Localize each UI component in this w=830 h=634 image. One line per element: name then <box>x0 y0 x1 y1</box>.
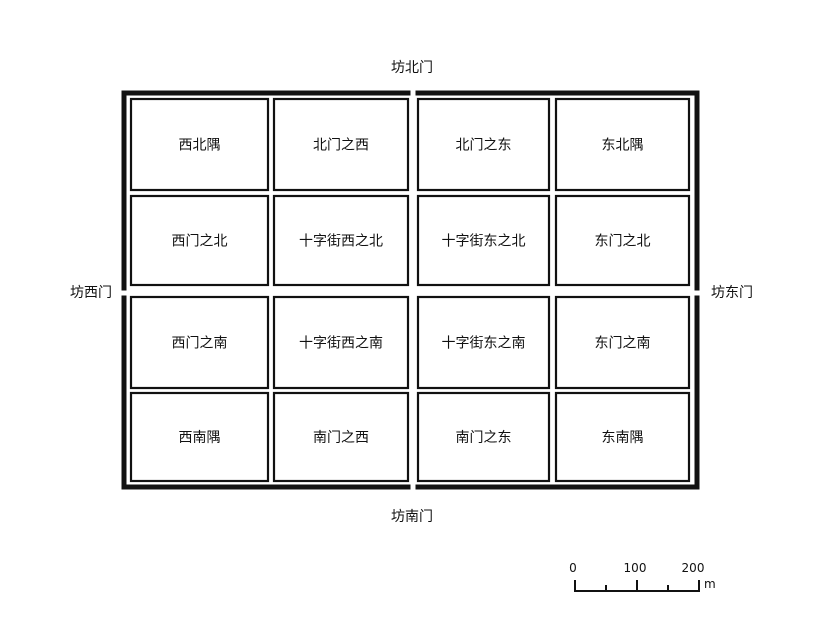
block-label: 十字街西之北 <box>299 234 383 250</box>
block-label: 西南隅 <box>179 430 221 446</box>
block-cell <box>272 295 410 390</box>
block-label: 北门之东 <box>456 138 512 154</box>
block-cell <box>129 295 270 390</box>
block-label: 东南隅 <box>602 430 644 446</box>
block-cell <box>416 295 551 390</box>
block-label: 东门之北 <box>595 234 651 250</box>
block-label: 东门之南 <box>595 336 651 352</box>
block-label: 西门之北 <box>172 234 228 250</box>
east-gate-label: 坊东门 <box>711 285 753 301</box>
block-cell <box>129 97 270 192</box>
west-gate-label: 坊西门 <box>70 285 112 301</box>
block-cell <box>272 97 410 192</box>
block-cell <box>554 295 691 390</box>
block-label: 东北隅 <box>602 138 644 154</box>
north-gate-label: 坊北门 <box>391 60 433 76</box>
scale-tick-label-0: 0 <box>569 561 577 575</box>
scale-tick-label-100: 100 <box>624 561 647 575</box>
scale-bar: 0 100 200 m <box>569 561 716 592</box>
block-cell <box>129 194 270 287</box>
block-cell <box>416 391 551 483</box>
block-label: 南门之东 <box>456 430 512 446</box>
block-label: 西门之南 <box>172 336 228 352</box>
block-cell <box>416 194 551 287</box>
block-cell <box>554 194 691 287</box>
block-label: 北门之西 <box>313 138 369 154</box>
block-cell <box>554 391 691 483</box>
block-cell <box>129 391 270 483</box>
block-cell <box>554 97 691 192</box>
block-label: 西北隅 <box>179 138 221 154</box>
south-gate-label: 坊南门 <box>391 509 433 525</box>
block-label: 十字街东之南 <box>442 336 526 352</box>
block-cell <box>272 194 410 287</box>
scale-unit-label: m <box>704 577 716 591</box>
block-label: 十字街西之南 <box>299 336 383 352</box>
scale-tick-label-200: 200 <box>682 561 705 575</box>
block-label: 十字街东之北 <box>442 234 526 250</box>
block-label: 南门之西 <box>313 430 369 446</box>
block-cell <box>416 97 551 192</box>
block-cell <box>272 391 410 483</box>
ward-walls <box>121 90 700 490</box>
